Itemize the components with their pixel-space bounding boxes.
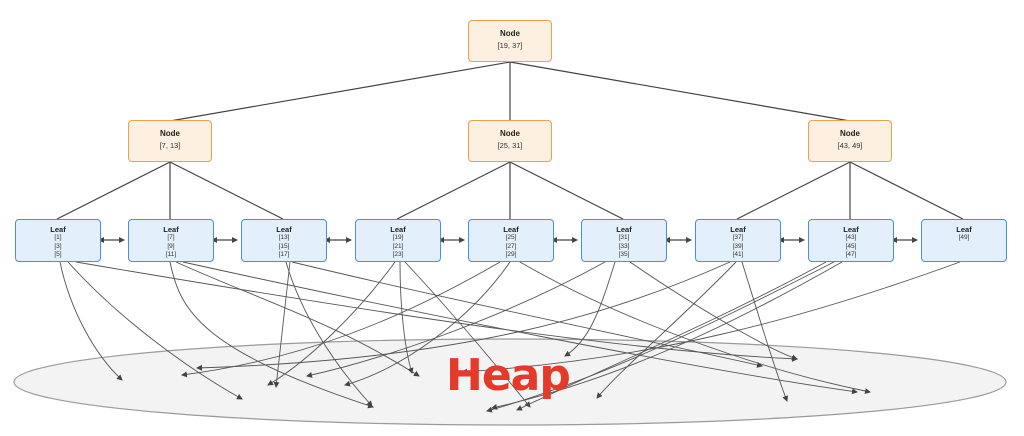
heap-pointer (596, 261, 737, 399)
leaf-title: Leaf (390, 225, 406, 234)
heap-pointer (741, 261, 788, 402)
leaf-node-3: Leaf [13] [15] [17] (241, 219, 327, 262)
leaf-node-7: Leaf [37] [39] [41] (695, 219, 781, 262)
leaf-key: [9] (167, 242, 175, 250)
node-title: Node (500, 129, 520, 138)
heap-pointer (461, 261, 961, 375)
node-range: [25, 31] (497, 141, 523, 150)
internal-node-1: Node [7, 13] (128, 120, 212, 162)
heap-pointer (169, 261, 374, 409)
leaf-node-5: Leaf [25] [27] [29] (468, 219, 554, 262)
leaf-key: [5] (54, 251, 62, 258)
heap-pointer (344, 261, 511, 387)
heap-pointer (629, 261, 798, 361)
heap-pointer (306, 261, 606, 378)
heap-pointer (399, 261, 414, 374)
leaf-key: [15] (278, 242, 290, 250)
heap-pointer (75, 261, 798, 362)
leaf-key: [17] (278, 251, 290, 258)
leaf-node-1: Leaf [1] [3] [5] (15, 219, 101, 262)
leaf-key: [3] (54, 242, 62, 250)
edge-root-node-1 (169, 61, 511, 122)
leaf-key: [13] (278, 234, 290, 241)
leaf-key: [31] (618, 234, 630, 241)
leaf-key: [11] (165, 251, 177, 258)
node-title: Node (160, 129, 180, 138)
node-leaf-edges (56, 161, 964, 220)
heap-pointer (491, 261, 843, 410)
leaf-title: Leaf (956, 225, 972, 234)
leaf-node-2: Leaf [7] [9] [11] (128, 219, 214, 262)
leaf-key: [23] (392, 251, 404, 258)
edge-node-3-leaf-7 (736, 161, 851, 220)
internal-node-2: Node [25, 31] (468, 120, 552, 162)
root-node: Node [19, 37] (468, 20, 552, 62)
leaf-key: [21] (392, 242, 404, 250)
leaf-title: Leaf (276, 225, 292, 234)
leaf-key: [7] (167, 234, 175, 241)
heap-pointer (564, 261, 616, 357)
heap-pointer (404, 261, 531, 408)
leaf-node-8: Leaf [43] [45] [47] (808, 219, 894, 262)
leaf-key: [29] (505, 251, 517, 258)
heap-pointer (175, 261, 420, 377)
node-range: [43, 49] (837, 141, 863, 150)
internal-node-3: Node [43, 49] (808, 120, 892, 162)
edge-node-1-leaf-1 (56, 161, 171, 220)
leaf-key: [25] (505, 234, 517, 241)
edge-node-1-leaf-3 (169, 161, 284, 220)
leaf-key: [45] (845, 242, 857, 250)
leaf-key: [35] (618, 251, 630, 258)
leaf-key: [1] (54, 234, 62, 241)
edge-node-2-leaf-4 (396, 161, 511, 220)
leaf-title: Leaf (50, 225, 66, 234)
leaf-key: [39] (732, 242, 744, 250)
heap-label: Heap (446, 350, 571, 401)
heap-pointer (267, 261, 396, 386)
leaf-node-9: Leaf [49] (921, 219, 1007, 262)
leaf-title: Leaf (730, 225, 746, 234)
heap-pointer (67, 261, 243, 400)
leaf-title: Leaf (503, 225, 519, 234)
heap-pointer (291, 261, 763, 368)
heap-pointer (182, 261, 858, 395)
edge-node-2-leaf-6 (509, 161, 624, 220)
node-title: Node (500, 29, 520, 38)
leaf-key: [33] (618, 242, 630, 250)
heap-pointer (486, 261, 835, 413)
leaf-key: [27] (505, 242, 517, 250)
node-title: Node (840, 129, 860, 138)
edge-node-3-leaf-9 (849, 161, 964, 220)
heap-pointer (273, 261, 291, 388)
heap-pointer (59, 261, 123, 381)
leaf-key: [19] (392, 234, 404, 241)
edge-root-node-3 (509, 61, 851, 122)
leaf-node-4: Leaf [19] [21] [23] (355, 219, 441, 262)
leaf-key: [37] (732, 234, 744, 241)
heap-pointer-arrows (59, 261, 961, 413)
heap-pointer (516, 261, 827, 411)
leaf-key: [43] (845, 234, 857, 241)
heap-pointer (181, 261, 501, 378)
heap-pointer (285, 261, 373, 407)
leaf-node-6: Leaf [31] [33] [35] (581, 219, 667, 262)
leaf-title: Leaf (616, 225, 632, 234)
leaf-key: [41] (732, 251, 744, 258)
leaf-key: [49] (958, 234, 970, 241)
node-range: [7, 13] (159, 141, 181, 150)
heap-pointer (196, 261, 731, 371)
leaf-key: [47] (845, 251, 857, 258)
root-edges (169, 61, 851, 122)
leaf-title: Leaf (843, 225, 859, 234)
leaf-title: Leaf (163, 225, 179, 234)
node-range: [19, 37] (497, 41, 523, 50)
